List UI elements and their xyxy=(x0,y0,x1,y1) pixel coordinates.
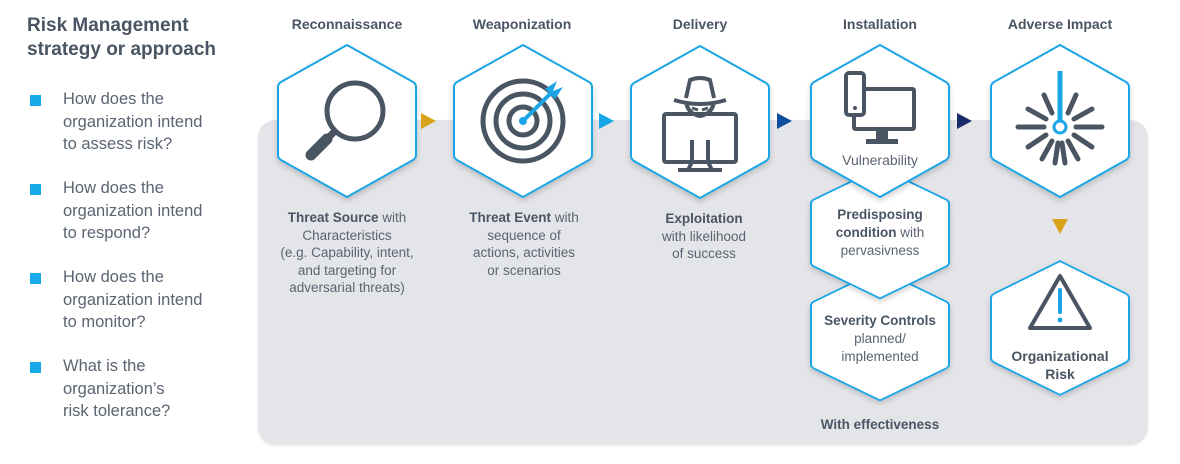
strategy-title-line1: Risk Management xyxy=(27,15,189,36)
flow-arrow-icon xyxy=(777,113,792,129)
question-line: How does the xyxy=(63,268,164,286)
predisposing-bold: Predisposing xyxy=(837,207,923,222)
question-item: How does the organization intend to moni… xyxy=(30,266,250,355)
desc-line: adversarial threats) xyxy=(289,280,405,295)
stage-title-installation: Installation xyxy=(843,16,917,32)
vulnerability-label: Vulnerability xyxy=(842,152,918,168)
with-effectiveness-label: With effectiveness xyxy=(820,417,940,432)
question-line: How does the xyxy=(63,90,164,108)
bullet-square-icon xyxy=(30,362,41,373)
question-line: to monitor? xyxy=(63,313,146,331)
flow-arrow-icon xyxy=(1052,219,1068,234)
stage-title-adverse-impact: Adverse Impact xyxy=(1007,16,1113,32)
stage-title-reconnaissance: Reconnaissance xyxy=(291,16,403,32)
strategy-title: Risk Management strategy or approach xyxy=(27,14,247,62)
desc-line: or scenarios xyxy=(487,262,561,278)
desc-bold: Threat Source xyxy=(287,210,379,225)
desc-threat-event: Threat Event with sequence of actions, a… xyxy=(434,209,614,279)
question-line: organization intend xyxy=(63,112,203,131)
desc-text: with xyxy=(551,210,579,225)
computer-icon xyxy=(844,71,916,144)
hex-organizational-risk xyxy=(990,260,1130,396)
desc-exploitation: Exploitation with likelihood of success xyxy=(614,210,794,263)
planned-text: planned/ xyxy=(854,331,906,346)
question-line: to assess risk? xyxy=(63,135,173,153)
desc-line: and targeting for xyxy=(297,262,397,278)
desc-bold: Threat Event xyxy=(469,210,551,225)
flow-arrow-icon xyxy=(957,113,972,129)
question-line: How does the xyxy=(63,179,164,197)
warning-triangle-icon xyxy=(1028,274,1092,330)
bullet-square-icon xyxy=(30,273,41,284)
flow-arrows xyxy=(421,113,1068,234)
stage-title-weaponization: Weaponization xyxy=(472,16,572,32)
flow-arrow-icon xyxy=(421,113,436,129)
question-line: organization’s xyxy=(63,379,165,398)
hacker-monitor-icon xyxy=(662,76,738,172)
risk-text: Risk xyxy=(1045,366,1075,382)
hex-reconnaissance xyxy=(277,44,417,198)
stage-title-delivery: Delivery xyxy=(672,16,728,32)
desc-line: of success xyxy=(672,246,736,261)
magnifier-icon xyxy=(305,80,386,161)
organizational-risk-label: Organizational Risk xyxy=(985,347,1135,383)
question-line: to respond? xyxy=(63,224,151,242)
desc-line: Characteristics xyxy=(302,227,392,243)
desc-text: with xyxy=(378,210,407,225)
question-line: organization intend xyxy=(63,290,203,309)
pervasiveness-text: pervasivness xyxy=(840,243,920,258)
desc-bold: Exploitation xyxy=(665,211,743,226)
desc-line: with likelihood xyxy=(661,228,747,244)
bullet-square-icon xyxy=(30,95,41,106)
hex-installation xyxy=(810,44,950,198)
hex-delivery xyxy=(630,45,770,199)
target-icon xyxy=(480,78,566,164)
severity-controls-bold: Severity Controls xyxy=(824,313,936,328)
predisposing-condition-text: Predisposing condition with pervasivness xyxy=(805,206,955,260)
flow-arrow-icon xyxy=(599,113,614,129)
question-item: How does the organization intend to resp… xyxy=(30,177,250,266)
desc-line: sequence of xyxy=(487,227,561,243)
desc-line: (e.g. Capability, intent, xyxy=(280,245,414,260)
question-item: What is the organization’s risk toleranc… xyxy=(30,355,250,444)
hex-weaponization xyxy=(453,44,593,198)
desc-line: actions, activities xyxy=(472,245,576,260)
with-text: with xyxy=(896,225,925,240)
strategy-question-list: How does the organization intend to asse… xyxy=(30,88,250,444)
question-line: risk tolerance? xyxy=(63,402,171,420)
severity-controls-text: Severity Controls planned/ implemented xyxy=(805,312,955,366)
laser-impact-icon xyxy=(1015,71,1105,166)
implemented-text: implemented xyxy=(841,349,919,364)
condition-bold: condition xyxy=(835,225,897,240)
question-line: organization intend xyxy=(63,201,203,220)
hex-adverse-impact xyxy=(990,44,1130,198)
strategy-title-line2: strategy or approach xyxy=(27,39,216,60)
question-line: What is the xyxy=(63,357,146,375)
bullet-square-icon xyxy=(30,184,41,195)
desc-threat-source: Threat Source with Characteristics (e.g.… xyxy=(257,209,437,297)
question-item: How does the organization intend to asse… xyxy=(30,88,250,177)
organizational-text: Organizational xyxy=(1011,348,1109,364)
